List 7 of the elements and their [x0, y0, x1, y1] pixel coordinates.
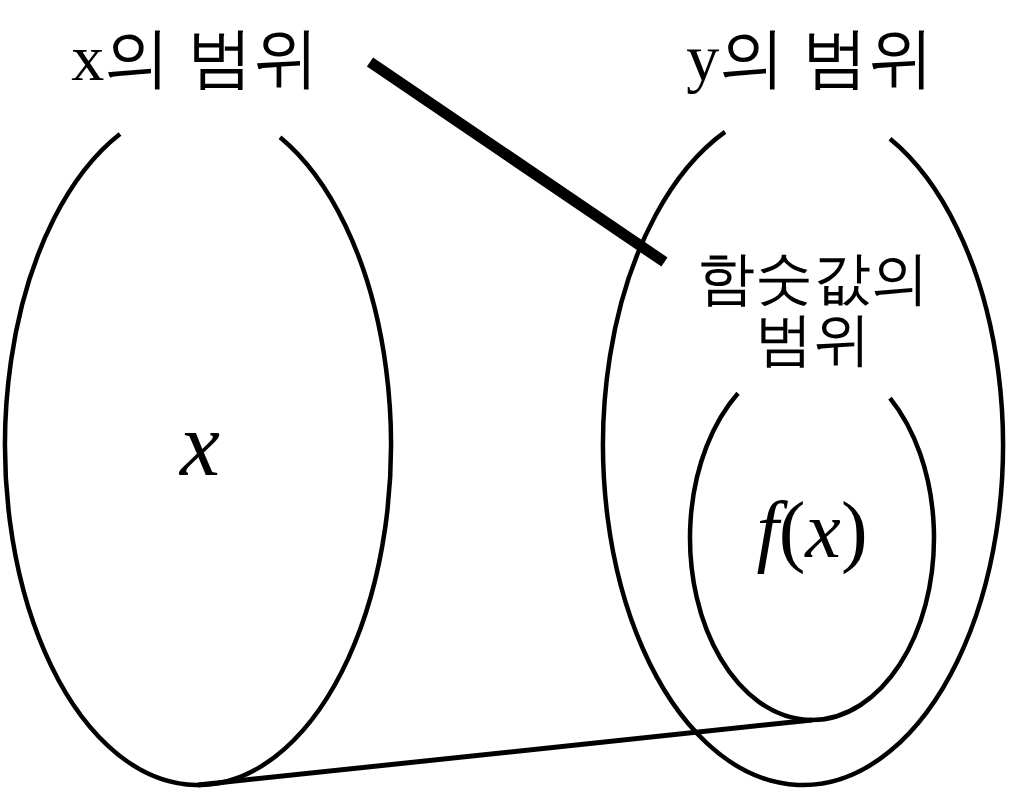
element-label: x: [178, 393, 221, 496]
set-label: 함숫값의 범위: [695, 245, 930, 374]
connector-line: [366, 57, 668, 267]
element-label: f(x): [755, 485, 869, 576]
set-label: x의 범위: [70, 20, 320, 97]
connector-line: [197, 717, 813, 788]
set-label: y의 범위: [685, 20, 935, 97]
